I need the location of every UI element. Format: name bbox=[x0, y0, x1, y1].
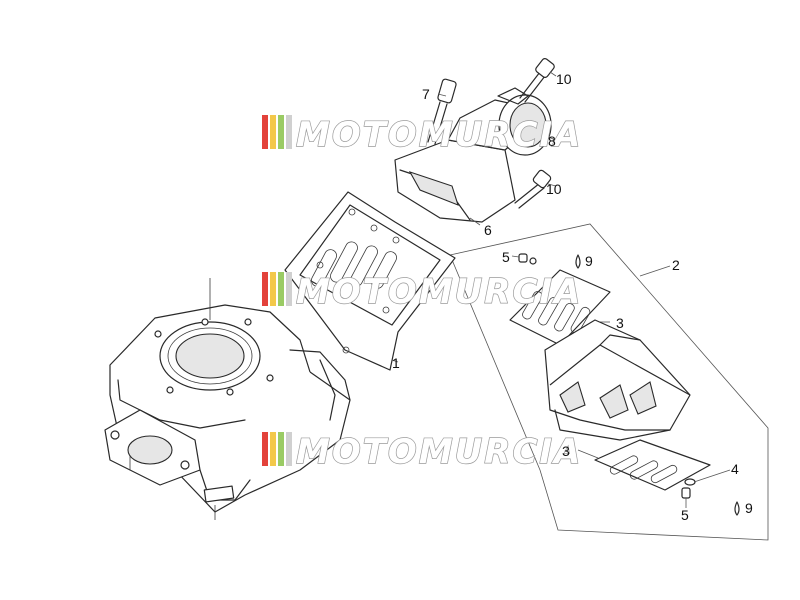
callout-10-lower: 10 bbox=[546, 181, 562, 197]
callout-5-lower: 5 bbox=[681, 507, 689, 523]
watermark-stripe bbox=[286, 115, 292, 149]
callout-9-upper: 9 bbox=[585, 253, 593, 269]
callout-3-upper: 3 bbox=[616, 315, 624, 331]
screw-7 bbox=[427, 78, 457, 145]
callout-8: 8 bbox=[548, 133, 556, 149]
screw-5-upper bbox=[511, 253, 537, 265]
reed-valve-body bbox=[544, 319, 691, 441]
callout-3-lower: 3 bbox=[562, 443, 570, 459]
watermark-logo: MOTOMURCIA bbox=[262, 271, 582, 313]
watermark-stripe bbox=[278, 115, 284, 149]
callout-7: 7 bbox=[422, 86, 430, 102]
washer-4 bbox=[684, 469, 731, 486]
grease-drop-icon bbox=[575, 254, 581, 269]
reed-valve-gasket-3-upper bbox=[509, 269, 611, 346]
watermark-stripe bbox=[278, 432, 284, 466]
watermark-stripe bbox=[286, 432, 292, 466]
watermark-stripe bbox=[262, 432, 268, 466]
watermark-stripe bbox=[278, 272, 284, 306]
screw-10-top bbox=[519, 57, 557, 103]
watermark-stripe bbox=[270, 272, 276, 306]
callout-4: 4 bbox=[731, 461, 739, 477]
watermark-stripe bbox=[270, 115, 276, 149]
assembly-outline-2 bbox=[449, 223, 769, 541]
watermark-text: MOTOMURCIA bbox=[296, 272, 582, 312]
callout-10-top: 10 bbox=[556, 71, 572, 87]
watermark-logo: MOTOMURCIA bbox=[262, 114, 582, 156]
callout-6: 6 bbox=[484, 222, 492, 238]
watermark-logo: MOTOMURCIA bbox=[262, 431, 582, 473]
callout-2: 2 bbox=[672, 257, 680, 273]
watermark-stripe bbox=[270, 432, 276, 466]
callout-5-upper: 5 bbox=[502, 249, 510, 265]
screw-5-lower bbox=[681, 487, 691, 508]
intake-manifold-6 bbox=[394, 87, 556, 226]
grease-drop-icon bbox=[734, 501, 740, 516]
cylinder-block bbox=[104, 278, 351, 520]
intake-gasket-1 bbox=[284, 191, 456, 371]
callout-1: 1 bbox=[392, 355, 400, 371]
reed-valve-gasket-3-lower bbox=[577, 439, 711, 491]
watermark-stripe bbox=[286, 272, 292, 306]
watermark-text: MOTOMURCIA bbox=[296, 115, 582, 155]
watermark-stripe bbox=[262, 272, 268, 306]
screw-10-lower bbox=[514, 169, 557, 209]
watermark-stripe bbox=[262, 115, 268, 149]
watermark-text: MOTOMURCIA bbox=[296, 432, 582, 472]
callout-9-lower: 9 bbox=[745, 500, 753, 516]
